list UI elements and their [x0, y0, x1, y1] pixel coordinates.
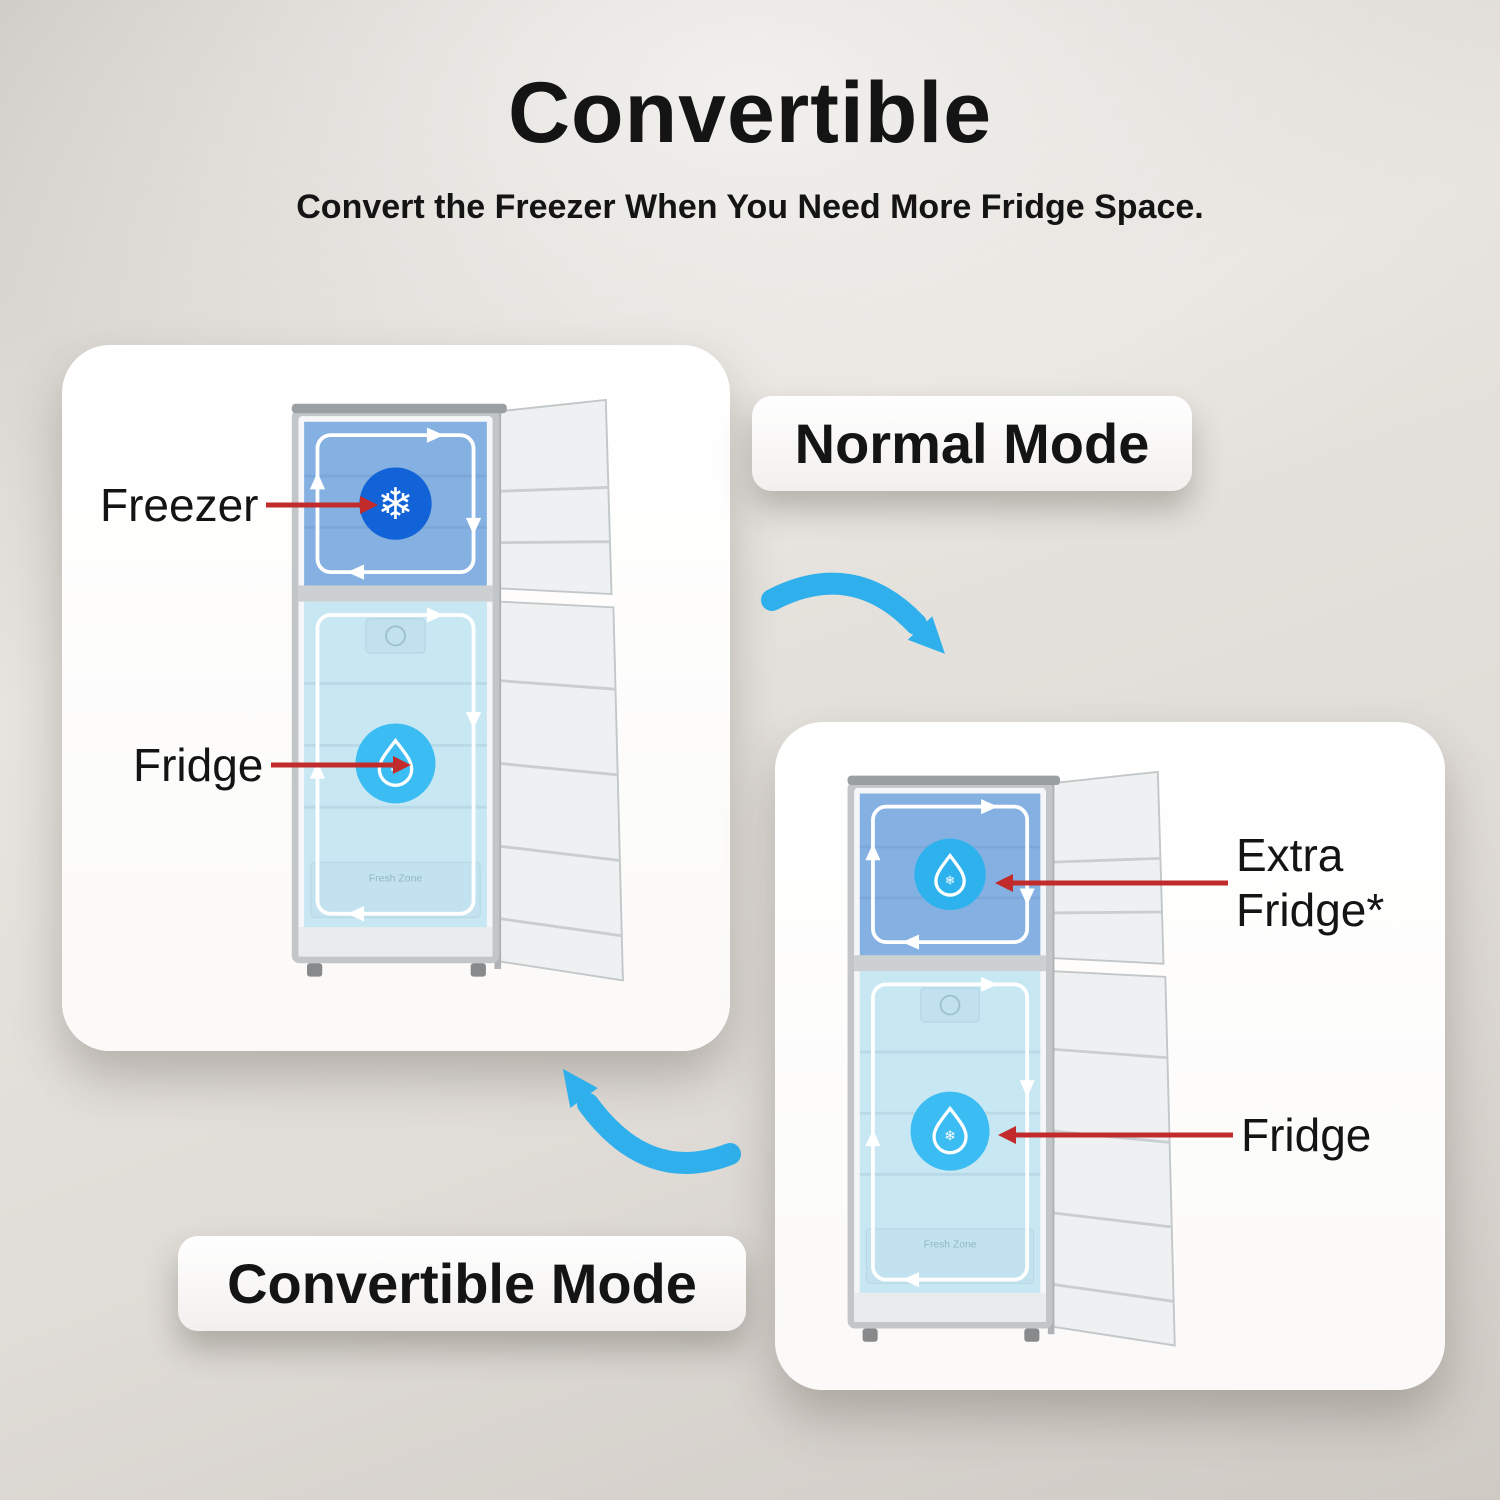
- svg-text:❄: ❄: [944, 1128, 956, 1144]
- extra-fridge-label: Extra Fridge*: [985, 828, 1426, 938]
- red-pointer-arrow-left: [998, 1126, 1233, 1144]
- fridge-label-convertible: Fridge: [988, 1108, 1371, 1162]
- red-pointer-arrow-right: [271, 756, 412, 774]
- page-title: Convertible: [507, 65, 993, 161]
- convertible-mode-banner-text: Convertible Mode: [227, 1252, 697, 1315]
- extra-fridge-zone-overlay: ❄ ❄: [859, 793, 1041, 956]
- convertible-mode-banner: Convertible Mode: [178, 1236, 746, 1331]
- crisper-label: Fresh Zone: [924, 1240, 977, 1251]
- freezer-label-text: Freezer: [100, 479, 259, 531]
- crisper-label: Fresh Zone: [369, 873, 423, 884]
- normal-mode-banner: Normal Mode: [752, 396, 1192, 491]
- normal-mode-banner-text: Normal Mode: [794, 412, 1150, 475]
- droplet-icon: ❄: [934, 852, 966, 897]
- svg-text:❄: ❄: [945, 874, 955, 888]
- convert-arrow-right-icon: [761, 572, 946, 654]
- red-pointer-arrow-right: [266, 496, 379, 514]
- fridge-label-text: Fridge: [1241, 1109, 1372, 1161]
- fridge-label-text: Fridge: [133, 739, 264, 791]
- extra-fridge-label-text: Extra Fridge*: [1236, 829, 1385, 937]
- red-pointer-arrow-left: [995, 874, 1228, 893]
- page-subtitle: Convert the Freezer When You Need More F…: [296, 188, 1204, 226]
- fridge-label-normal: Fridge: [133, 738, 421, 792]
- freezer-door: [498, 398, 613, 596]
- fridge-door: [498, 600, 624, 982]
- snowflake-icon: ❄: [377, 479, 414, 530]
- freezer-label: Freezer: [100, 478, 388, 532]
- droplet-icon: ❄: [932, 1105, 968, 1155]
- convert-arrow-left-icon: [562, 1068, 741, 1174]
